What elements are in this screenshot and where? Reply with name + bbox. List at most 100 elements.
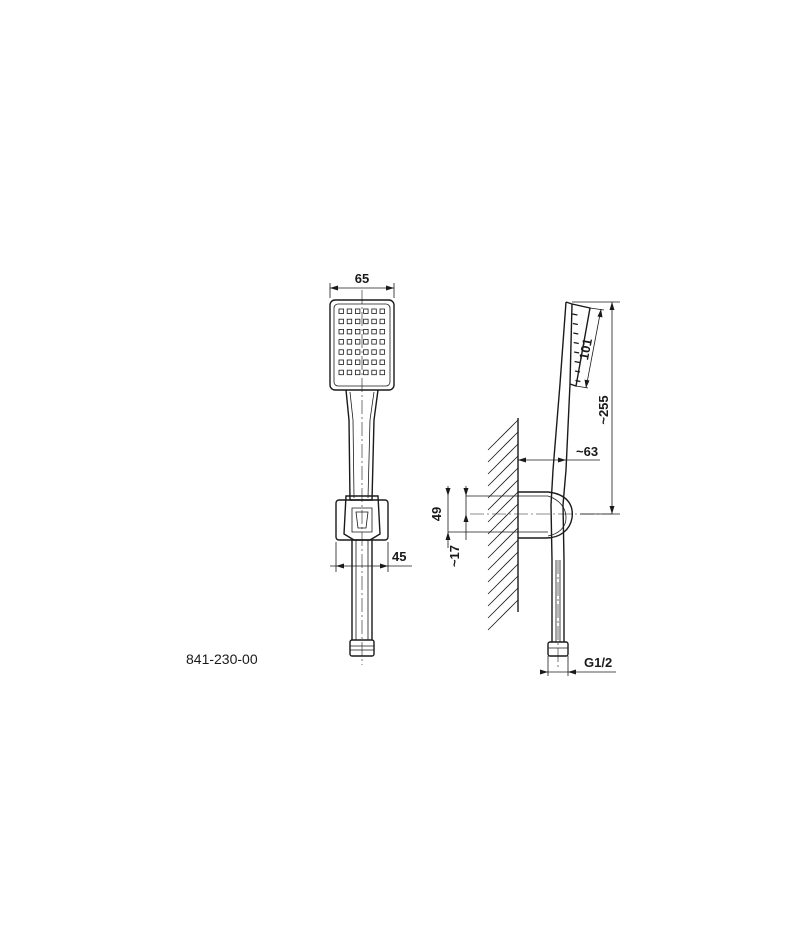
nozzle (354, 318, 361, 325)
nozzle (338, 328, 344, 335)
hatch-line (487, 503, 519, 535)
nozzle (338, 318, 344, 325)
nozzle (363, 328, 369, 335)
nozzle (371, 359, 377, 365)
holder-detail (351, 507, 373, 533)
nozzle (354, 369, 361, 376)
side-nozzle (573, 341, 579, 345)
dim-101-arrow-bottom (584, 379, 590, 388)
dim-255-label: ~255 (596, 395, 611, 424)
hatch-line (487, 515, 519, 547)
hatch-line (487, 563, 519, 595)
side-holder (518, 491, 573, 539)
dim-45-label: 45 (392, 549, 406, 564)
nozzle (363, 369, 369, 376)
nozzle (354, 328, 361, 335)
nozzle (363, 339, 369, 345)
nozzle (371, 318, 377, 325)
nozzle (379, 359, 385, 365)
dim-49-label: 49 (429, 507, 444, 521)
nozzle (354, 308, 361, 314)
dim-g12-arrow-right (568, 669, 576, 675)
hatch-line (487, 539, 519, 571)
dim-101-ext-top (589, 307, 605, 311)
nozzle (371, 339, 377, 345)
dim-g12-label: G1/2 (584, 655, 612, 670)
dim-101-label: 101 (576, 337, 595, 361)
dim-63-arrow-left (518, 457, 526, 463)
nozzle (338, 349, 344, 355)
nozzle (371, 369, 377, 376)
nozzle (363, 349, 369, 355)
side-holder-inner (547, 495, 567, 537)
hatch-line (487, 551, 519, 583)
nozzle (379, 328, 385, 335)
nozzle (379, 349, 385, 355)
dim-65-arrow-right (386, 285, 394, 291)
nozzle (371, 349, 377, 355)
nozzle (354, 339, 361, 345)
hatch-line (487, 443, 519, 475)
nozzle (371, 308, 377, 314)
hatch-line (487, 467, 519, 499)
side-view: ~255 101 ~63 49 ~17 G1/2 (429, 301, 620, 676)
side-nozzle-row (572, 313, 581, 383)
dim-49-arrow-bottom (445, 532, 451, 540)
nozzle (338, 369, 344, 376)
nozzle (363, 359, 369, 365)
side-nozzle (573, 332, 579, 335)
nozzle (338, 359, 344, 365)
dim-17-arrow-bottom (463, 514, 469, 522)
hatch-line (487, 455, 519, 487)
dim-45-arrow-left (336, 563, 344, 569)
nozzle (371, 328, 377, 335)
nozzle (354, 359, 361, 365)
side-nozzle (575, 379, 581, 383)
nozzle (346, 349, 353, 355)
dim-63-label: ~63 (576, 444, 598, 459)
dim-45-arrow-right (380, 563, 388, 569)
wall-hatching (487, 419, 519, 631)
hatch-line (487, 491, 519, 523)
nozzle (363, 318, 369, 325)
dim-17-arrow-top (463, 488, 469, 496)
nozzle (346, 328, 353, 335)
dim-255-arrow-top (609, 302, 615, 310)
nozzle (379, 308, 385, 314)
side-nozzle (574, 370, 581, 373)
dim-63-arrow-right (558, 457, 566, 463)
dim-255-arrow-bottom (609, 506, 615, 514)
nozzle (354, 349, 361, 355)
side-nozzle (574, 351, 580, 354)
nozzle (379, 318, 385, 325)
product-code: 841-230-00 (186, 651, 258, 667)
nozzle (379, 369, 385, 376)
hatch-line (487, 575, 519, 607)
dim-65-label: 65 (355, 271, 369, 286)
side-nozzle (574, 360, 580, 364)
nozzle (379, 339, 385, 345)
nozzle (346, 369, 353, 376)
hatch-line (487, 431, 519, 463)
nozzle (363, 308, 369, 314)
side-nozzle (572, 313, 578, 316)
dim-65-arrow-left (330, 285, 338, 291)
side-nozzle (572, 322, 579, 326)
nozzle (338, 308, 344, 314)
nozzle-grid (338, 308, 385, 376)
dim-17-label: ~17 (447, 545, 462, 567)
handle-inner (349, 391, 375, 499)
hatch-line (487, 599, 519, 631)
nozzle (338, 339, 344, 345)
dim-49-arrow-top (445, 488, 451, 496)
hatch-line (487, 479, 519, 511)
nozzle (346, 308, 353, 314)
nozzle (346, 318, 353, 325)
side-handle (550, 301, 573, 561)
dim-g12-arrow-left (540, 669, 548, 675)
nozzle (346, 359, 353, 365)
dim-101-line (585, 308, 602, 389)
hatch-line (487, 527, 519, 559)
nozzle (346, 339, 353, 345)
